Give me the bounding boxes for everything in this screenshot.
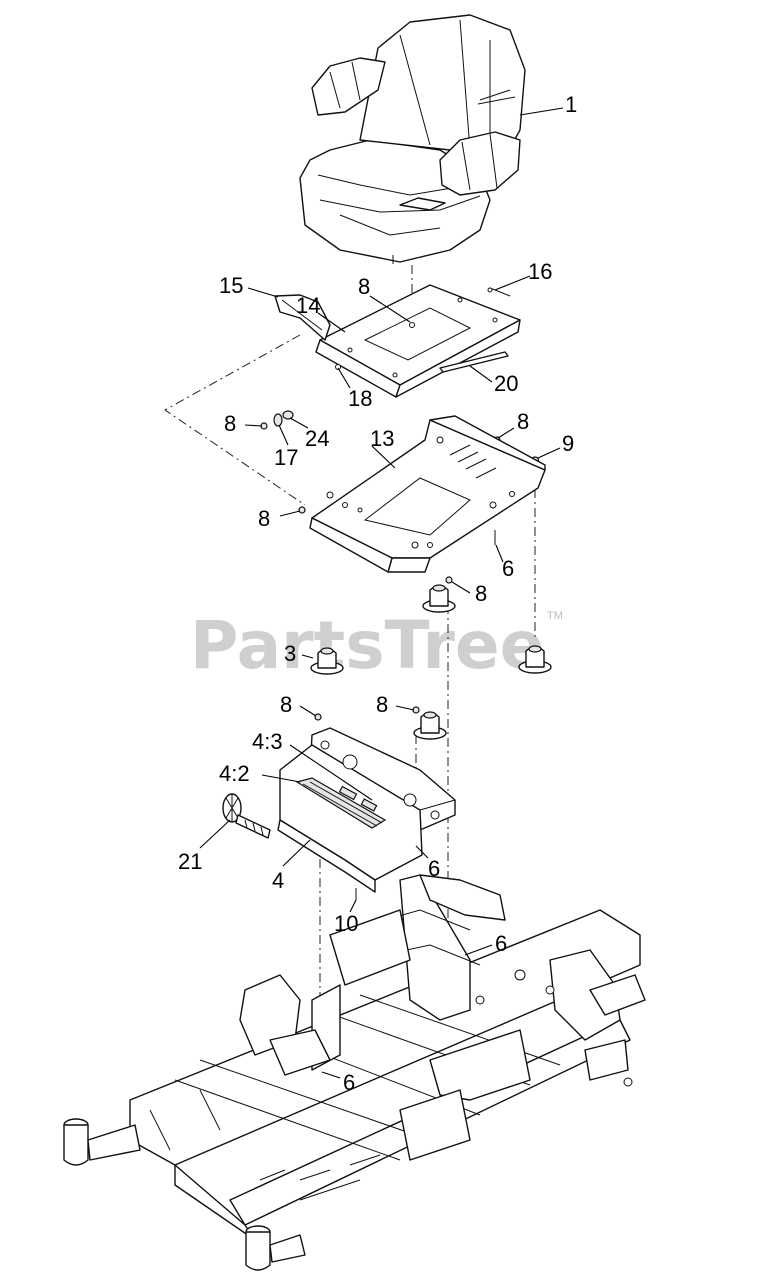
callout-16: 16 bbox=[528, 259, 552, 284]
callout-18: 18 bbox=[348, 386, 372, 411]
callout-8: 8 bbox=[358, 274, 370, 299]
callout-20: 20 bbox=[494, 371, 518, 396]
caster-right bbox=[245, 1225, 306, 1271]
callout-6: 6 bbox=[502, 556, 514, 581]
seat-assembly bbox=[299, 14, 526, 264]
isolator-mount-center bbox=[422, 584, 456, 613]
isolator-mounts bbox=[310, 584, 552, 740]
callout-10: 10 bbox=[334, 911, 358, 936]
chassis-frame bbox=[63, 874, 646, 1271]
callout-8: 8 bbox=[376, 692, 388, 717]
small-bracket bbox=[274, 294, 331, 341]
callout-8: 8 bbox=[224, 411, 236, 436]
callout-6: 6 bbox=[343, 1070, 355, 1095]
callout-6: 6 bbox=[495, 931, 507, 956]
callout-14: 14 bbox=[296, 293, 320, 318]
callout-labels: 1 8 16 14 15 18 20 8 24 17 8 9 13 8 6 8 … bbox=[178, 92, 577, 1095]
callout-24: 24 bbox=[305, 426, 329, 451]
isolator-mount-lower bbox=[413, 711, 447, 740]
callout-8: 8 bbox=[475, 581, 487, 606]
leader-lines bbox=[199, 107, 564, 1079]
callout-17: 17 bbox=[274, 445, 298, 470]
callout-4-3: 4:3 bbox=[252, 729, 283, 754]
seat-mount-plate bbox=[309, 415, 546, 573]
watermark-trademark: TM bbox=[547, 610, 563, 622]
caster-left bbox=[63, 1118, 141, 1166]
callout-4: 4 bbox=[272, 868, 284, 893]
callout-13: 13 bbox=[370, 426, 394, 451]
callout-8: 8 bbox=[517, 409, 529, 434]
callout-1: 1 bbox=[565, 92, 577, 117]
callout-9: 9 bbox=[562, 431, 574, 456]
isolator-mount-left bbox=[310, 647, 344, 675]
watermark-text: PartsTree bbox=[190, 607, 544, 684]
callout-8: 8 bbox=[258, 506, 270, 531]
callout-3: 3 bbox=[284, 641, 296, 666]
seat-slide-plate bbox=[315, 284, 521, 398]
callout-8: 8 bbox=[280, 692, 292, 717]
isolator-mount-right bbox=[518, 645, 552, 674]
callout-21: 21 bbox=[178, 849, 202, 874]
callout-15: 15 bbox=[219, 273, 243, 298]
callout-4-2: 4:2 bbox=[219, 761, 250, 786]
decals bbox=[295, 777, 387, 829]
callout-6: 6 bbox=[428, 856, 440, 881]
knob bbox=[222, 793, 271, 839]
